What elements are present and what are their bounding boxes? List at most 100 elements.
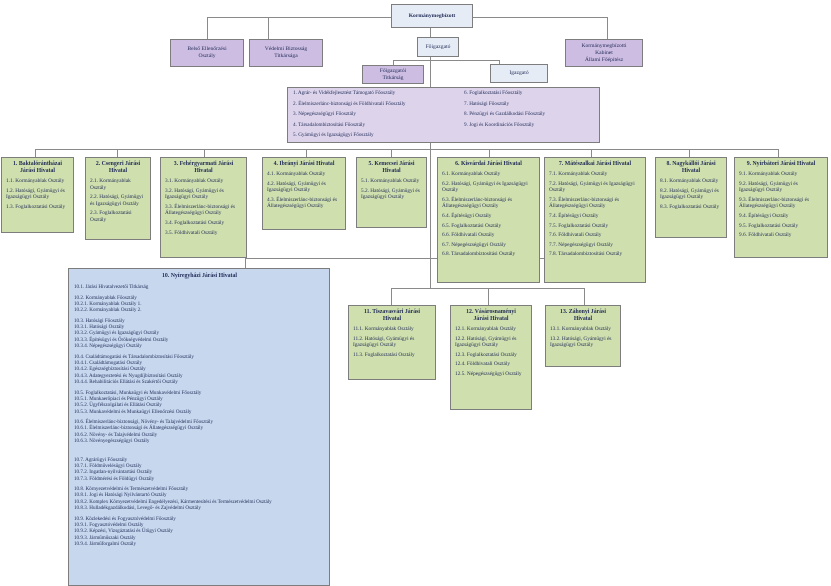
dept-5: 5. Gyámügyi és Igazságügyi Főosztály [293, 132, 374, 138]
office-item: 6.6. Földhivatali Osztály [442, 232, 495, 239]
office-box: 6. Kisvárdai Járási Hivatal 6.1. Kormány… [437, 157, 540, 283]
office-item: 9.3. Élelmiszerlánc-biztonsági és Állate… [739, 196, 810, 210]
office-box: 1. Baktalórántházai Járási Hivatal 1.1. … [1, 157, 74, 233]
dept-9: 9. Jogi és Koordinációs Főosztály [464, 121, 535, 128]
vedelmi-biztossag-box: Védelmi Biztosság Titkársága [249, 39, 323, 67]
nyiregyhaza-item: 10.9.3. Járműműszaki Osztály [74, 534, 136, 541]
nyiregyhaza-item: 10.9.4. Járműforgalmi Osztály [74, 541, 137, 547]
connector-line [207, 17, 208, 39]
office-item: 7.2. Hatósági, Gyámügyi és Igazságügyi O… [549, 180, 635, 194]
office-item: 3.3. Élelmiszerlánc-biztonsági és Állate… [165, 203, 236, 217]
connector-line [393, 60, 500, 61]
foigazgato-label: Főigazgató [425, 43, 451, 50]
igazgato-label: Igazgató [509, 70, 529, 76]
office-item: 6.3. Élelmiszerlánc-biztonsági és Állate… [442, 196, 513, 210]
office-item: 9.5. Foglalkoztatási Osztály [739, 222, 799, 229]
titkarsag-line2: Titkárság [382, 74, 404, 81]
office-item: 8.1. Kormányablak Osztály [660, 178, 719, 184]
office-box: 11. Tiszavasvári Járási Hivatal 11.1. Ko… [348, 305, 436, 380]
connector-line [393, 60, 394, 65]
connector-line [117, 149, 118, 157]
nyiregyhaza-group: 10.6. Élelmiszerlánc-biztonsági, Növény-… [74, 419, 325, 444]
office-item: 3.4. Foglalkoztatási Osztály [165, 219, 225, 226]
nyiregyhaza-group: 10.4. Családtámogatási és Társadalombizt… [74, 354, 325, 386]
nyiregyhaza-item: 10.2.1. Kormányablak Osztály 1. [74, 300, 142, 307]
nyiregyhaza-item: 10.4.2. Egészségbiztosítási Osztály [74, 366, 146, 373]
office-title: Hivatal [194, 168, 213, 174]
foigazgatoi-titkarsag-box: Főigazgatói Titkárság [362, 65, 424, 84]
office-title: Járási Hivatal [20, 168, 55, 174]
office-title: Hivatal [573, 316, 593, 322]
office-item: 7.6. Földhivatali Osztály [549, 232, 602, 239]
office-item: 9.4. Építésügyi Osztály [739, 212, 789, 219]
office-item: 7.3. Élelmiszerlánc-biztonsági és Állate… [549, 196, 620, 210]
nyiregyhaza-item: 10.7.3. Földmérési és Földügyi Osztály [74, 475, 155, 482]
office-title: 6. Kisvárdai Járási Hivatal [455, 161, 522, 167]
dept-6: 6. Foglalkoztatási Főosztály [464, 90, 523, 96]
nyiregyhaza-item: 10.8.1. Jogi és Hatósági Nyilvántartó Os… [74, 492, 167, 499]
nyiregyhaza-item: 10.2. Kormányablak Főosztály [74, 294, 137, 301]
nyiregyhaza-item: 10.6.1. Élelmiszerlánc-biztonsági és Áll… [74, 425, 204, 432]
office-item: 4.1. Kormányablak Osztály [267, 171, 326, 177]
nyiregyhaza-item: 10.9. Közlekedési és Fogyasztóvédelmi Fő… [74, 515, 176, 522]
kabinet-line2: Kabinet [595, 49, 613, 56]
office-title: 3. Fehérgyarmati Járási [173, 161, 234, 167]
kabinet-line1: Kormánymegbízotti [581, 42, 627, 49]
belso-ellenorzesi-box: Belső Ellenőrzési Osztály [170, 39, 244, 67]
connector-line [489, 149, 490, 157]
office-item: 1.1. Kormányablak Osztály [6, 178, 65, 184]
connector-line [245, 258, 589, 259]
office-item: 4.3. Élelmiszerlánc-biztonsági és Állate… [267, 196, 338, 210]
nyiregyhaza-item: 10.3.2. Gyámügyi és Igazságügyi Osztály [74, 330, 160, 337]
office-item: 12.3. Foglalkoztatási Osztály [455, 351, 517, 358]
office-item: 6.4. Építésügyi Osztály [442, 212, 492, 219]
office-title: Hivatal [382, 316, 402, 322]
office-box: 12. Vásárosnaményi Járási Hivatal 12.1. … [450, 305, 532, 410]
dept-7: 7. Hatósági Főosztály [464, 100, 510, 107]
nyiregyhaza-item: 10.3.4. Népegészségügyi Osztály [74, 343, 142, 350]
connector-line [778, 149, 779, 157]
office-item: 8.2. Hatósági, Gyámügyi és Igazságügyi O… [660, 187, 719, 201]
nyiregyhazi-jarasi-hivatal-box: 10. Nyíregyházi Járási Hivatal 10.1. Jár… [68, 268, 330, 586]
connector-line [306, 149, 307, 157]
nyiregyhaza-group: 10.7. Agrárügyi Főosztály 10.7.1. Földmű… [74, 457, 325, 482]
office-box: 3. Fehérgyarmati Járási Hivatal 3.1. Kor… [160, 157, 247, 258]
nyiregyhaza-item: 10.3. Hatósági Főosztály [74, 317, 125, 324]
nyiregyhaza-item: 10.6. Élelmiszerlánc-biztonsági, Növény-… [74, 419, 214, 426]
office-box: 2. Csengeri Járási Hivatal 2.1. Kormánya… [85, 157, 151, 240]
nyiregyhaza-item: 10.7.1. Földművelésügyi Osztály [74, 462, 142, 469]
office-item: 13.1. Kormányablak Osztály [550, 326, 611, 332]
office-box: 5. Kemecsei Járási Hivatal 5.1. Kormánya… [356, 157, 427, 228]
nyiregyhaza-group: 10.3. Hatósági Főosztály 10.3.1. Hatóság… [74, 318, 325, 350]
nyiregyhaza-item: 10.7. Agrárügyi Főosztály [74, 456, 128, 463]
office-item: 11.3. Foglalkoztatási Osztály [353, 351, 415, 358]
connector-line [204, 149, 205, 157]
foigazgato-box: Főigazgató [417, 37, 459, 57]
office-box: 9. Nyírbátori Járási Hivatal 9.1. Kormán… [734, 157, 828, 258]
nyiregyhaza-item: 10.5. Foglalkoztatási, Munkaügyi és Munk… [74, 389, 202, 396]
dept-1: 1. Agrár- és Vidékfejlesztést Támogató F… [293, 90, 396, 96]
office-item: 12.1. Kormányablak Osztály [455, 326, 516, 332]
office-box: 4. Ibrányi Járási Hivatal 4.1. Kormányab… [262, 157, 346, 230]
nyiregyhaza-group: 10.8. Környezetvédelmi és Természetvédel… [74, 486, 325, 511]
office-item: 7.4. Építésügyi Osztály [549, 212, 599, 219]
office-title: 8. Nagykállói Járási [666, 161, 716, 167]
belso-ellenorzesi-line2: Osztály [198, 53, 216, 59]
connector-line [430, 143, 431, 288]
office-box: 13. Záhonyi Járási Hivatal 13.1. Kormány… [545, 305, 621, 367]
office-item: 3.1. Kormányablak Osztály [165, 178, 224, 184]
office-title: Hivatal [382, 168, 401, 174]
nyiregyhaza-group: 10.9. Közlekedési és Fogyasztóvédelmi Fő… [74, 516, 325, 548]
office-title: 7. Mátészalkai Járási Hivatal [558, 161, 632, 167]
office-title: 9. Nyírbátori Járási Hivatal [746, 161, 816, 167]
office-title: 12. Vásárosnaményi [466, 309, 516, 315]
office-title: 1. Baktalórántházai [13, 161, 62, 167]
connector-line [35, 149, 36, 157]
dept-3: 3. Népegészségügyi Főosztály [293, 111, 356, 117]
connector-line [584, 288, 585, 305]
office-item: 2.2. Hatósági, Gyámügyi és Igazságügyi O… [90, 194, 144, 207]
office-item: 9.1. Kormányablak Osztály [739, 171, 798, 177]
office-box: 8. Nagykállói Járási Hivatal 8.1. Kormán… [655, 157, 727, 238]
office-item: 6.1. Kormányablak Osztály [442, 171, 501, 177]
nyiregyhaza-group: 10.2. Kormányablak Főosztály 10.2.1. Kor… [74, 295, 325, 314]
